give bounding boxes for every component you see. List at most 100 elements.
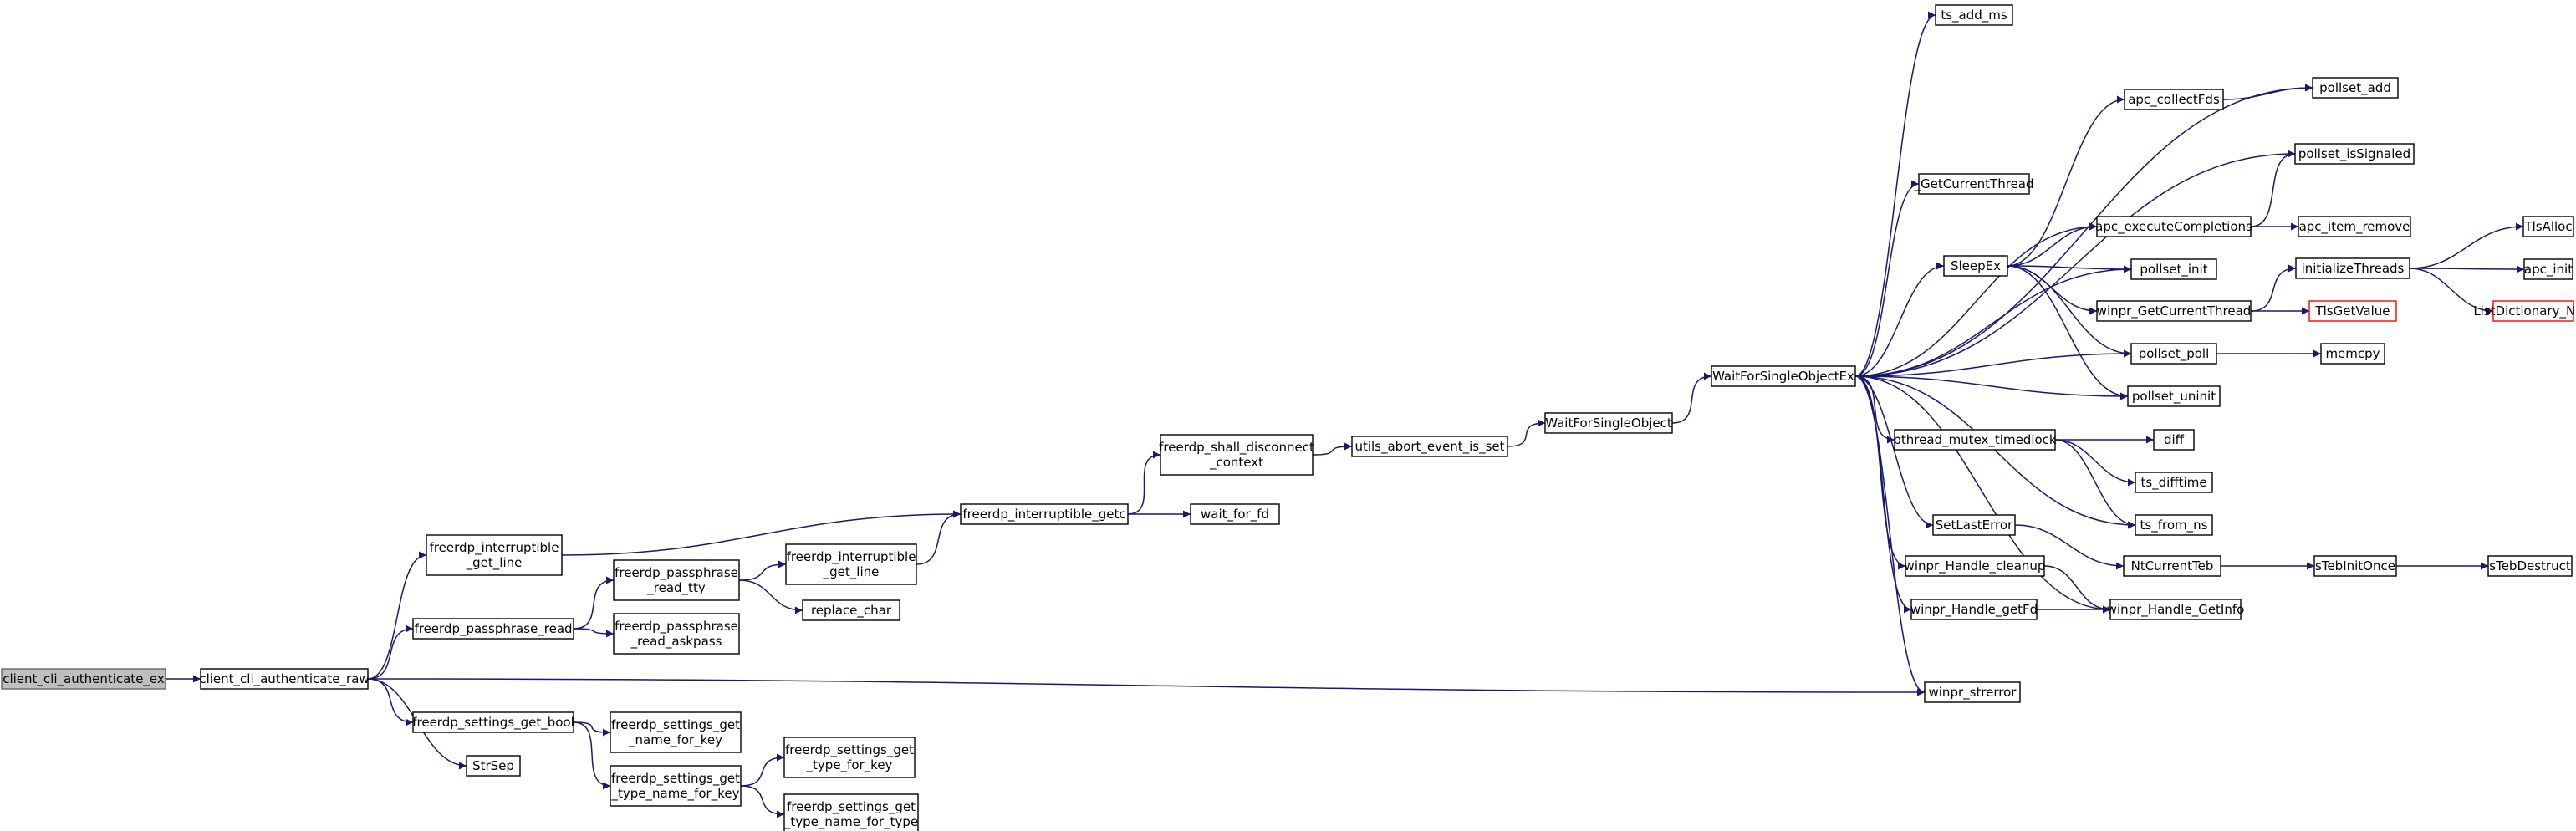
- node-box[interactable]: [2492, 300, 2574, 322]
- node-strsep[interactable]: StrSep: [466, 755, 521, 777]
- node-box[interactable]: [1932, 514, 2016, 536]
- node-box[interactable]: [2096, 300, 2252, 322]
- node-box[interactable]: [1544, 412, 1673, 434]
- node-box[interactable]: [2123, 555, 2221, 577]
- node-box[interactable]: [1924, 681, 2021, 703]
- node-wait-for-fd[interactable]: wait_for_fd: [1190, 503, 1280, 525]
- node-winpr-handle-getfd[interactable]: winpr_Handle_getFd: [1910, 599, 2038, 620]
- node-box[interactable]: [1910, 599, 2038, 620]
- node-freerdp-settings-get-bool[interactable]: freerdp_settings_get_bool: [412, 711, 574, 733]
- node-box[interactable]: [1160, 434, 1314, 476]
- node-ts-add-ms[interactable]: ts_add_ms: [1935, 4, 2013, 26]
- node-apc-item-remove[interactable]: apc_item_remove: [2298, 216, 2411, 237]
- node-pthread-mutex-timedlock[interactable]: pthread_mutex_timedlock: [1893, 429, 2057, 451]
- node-ntcurrentteb[interactable]: NtCurrentTeb: [2123, 555, 2221, 577]
- node-box[interactable]: [785, 543, 917, 585]
- node-waitforsingleobjectex[interactable]: WaitForSingleObjectEx: [1711, 365, 1856, 387]
- node-box[interactable]: [1918, 173, 2030, 195]
- node-box[interactable]: [2096, 216, 2252, 237]
- node-initializethreads[interactable]: initializeThreads: [2295, 257, 2410, 279]
- node-box[interactable]: [2312, 77, 2399, 99]
- node-client-cli-authenticate-ex[interactable]: client_cli_authenticate_ex: [1, 668, 166, 690]
- node-freerdp-passphrase-read-askpass[interactable]: freerdp_passphrase_read_askpass: [613, 613, 740, 655]
- node-setlasterror[interactable]: SetLastError: [1932, 514, 2016, 536]
- node-box[interactable]: [2522, 216, 2574, 237]
- node-stebdestruct[interactable]: sTebDestruct: [2487, 555, 2573, 577]
- node-box[interactable]: [2135, 472, 2213, 493]
- node-box[interactable]: [2313, 555, 2397, 577]
- node-freerdp-passphrase-read-tty[interactable]: freerdp_passphrase_read_tty: [613, 559, 740, 601]
- node-apc-collectfds[interactable]: apc_collectFds: [2124, 89, 2224, 110]
- node-box[interactable]: [613, 559, 740, 601]
- node-box[interactable]: [2308, 300, 2397, 322]
- node-box[interactable]: [426, 534, 563, 576]
- node-box[interactable]: [2124, 89, 2224, 110]
- node-ts-from-ns[interactable]: ts_from_ns: [2135, 514, 2213, 536]
- node-box[interactable]: [2295, 257, 2410, 279]
- node-box[interactable]: [2130, 343, 2217, 365]
- node-waitforsingleobject[interactable]: WaitForSingleObject: [1544, 412, 1673, 434]
- node-freerdp-interruptible-get-line-a[interactable]: freerdp_interruptible_get_line: [426, 534, 563, 576]
- node--getcurrentthread[interactable]: _GetCurrentThread: [1913, 173, 2034, 195]
- node-box[interactable]: [783, 737, 916, 778]
- node-box[interactable]: [802, 599, 900, 621]
- node-box[interactable]: [2109, 599, 2242, 620]
- node-winpr-getcurrentthread[interactable]: winpr_GetCurrentThread: [2096, 300, 2252, 322]
- node-box[interactable]: [2487, 555, 2573, 577]
- node-box[interactable]: [2135, 514, 2213, 536]
- node-box[interactable]: [1943, 255, 2008, 277]
- node-box[interactable]: [1, 668, 166, 690]
- node-tlsalloc[interactable]: TlsAlloc: [2522, 216, 2574, 237]
- node-box[interactable]: [1935, 4, 2013, 26]
- node-box[interactable]: [2298, 216, 2411, 237]
- node-box[interactable]: [960, 503, 1129, 525]
- node-box[interactable]: [412, 618, 574, 640]
- node-pollset-issignaled[interactable]: pollset_isSignaled: [2294, 143, 2415, 165]
- node-freerdp-settings-get-name-for-key[interactable]: freerdp_settings_get_name_for_key: [610, 711, 742, 753]
- node-pollset-init[interactable]: pollset_init: [2130, 258, 2217, 280]
- node-client-cli-authenticate-raw[interactable]: client_cli_authenticate_raw: [199, 668, 370, 690]
- node-box[interactable]: [1190, 503, 1280, 525]
- node-box[interactable]: [2153, 429, 2195, 451]
- node-freerdp-interruptible-get-line-b[interactable]: freerdp_interruptible_get_line: [785, 543, 917, 585]
- node-box[interactable]: [610, 765, 742, 807]
- node-memcpy[interactable]: memcpy: [2320, 343, 2385, 365]
- node-utils-abort-event-is-set[interactable]: utils_abort_event_is_set: [1351, 436, 1508, 457]
- node-sleepex[interactable]: SleepEx: [1943, 255, 2008, 277]
- node-freerdp-interruptible-getc[interactable]: freerdp_interruptible_getc: [960, 503, 1129, 525]
- node-box[interactable]: [200, 668, 369, 690]
- node-apc-executecompletions[interactable]: apc_executeCompletions: [2095, 216, 2252, 237]
- node-stebinitonce[interactable]: sTebInitOnce: [2313, 555, 2397, 577]
- node-freerdp-settings-get-type-for-key[interactable]: freerdp_settings_get_type_for_key: [783, 737, 916, 778]
- node-box[interactable]: [2130, 258, 2217, 280]
- node-box[interactable]: [2320, 343, 2385, 365]
- node-box[interactable]: [412, 711, 574, 733]
- node-diff[interactable]: diff: [2153, 429, 2195, 451]
- node-box[interactable]: [1894, 429, 2056, 451]
- node-listdictionary-new[interactable]: ListDictionary_New: [2473, 300, 2576, 322]
- node-pollset-uninit[interactable]: pollset_uninit: [2127, 385, 2221, 407]
- node-box[interactable]: [1351, 436, 1508, 457]
- node-box[interactable]: [783, 793, 919, 831]
- node-box[interactable]: [1905, 555, 2045, 577]
- node-ts-difftime[interactable]: ts_difftime: [2135, 472, 2213, 493]
- node-tlsgetvalue[interactable]: TlsGetValue: [2308, 300, 2397, 322]
- node-box[interactable]: [613, 613, 740, 655]
- node-box[interactable]: [1711, 365, 1856, 387]
- node-pollset-add[interactable]: pollset_add: [2312, 77, 2399, 99]
- node-box[interactable]: [610, 711, 742, 753]
- node-box[interactable]: [466, 755, 521, 777]
- node-winpr-strerror[interactable]: winpr_strerror: [1924, 681, 2021, 703]
- node-freerdp-passphrase-read[interactable]: freerdp_passphrase_read: [412, 618, 574, 640]
- node-replace-char[interactable]: replace_char: [802, 599, 900, 621]
- node-box[interactable]: [2523, 258, 2573, 280]
- node-freerdp-settings-get-type-name-for-type[interactable]: freerdp_settings_get_type_name_for_type: [783, 793, 919, 831]
- node-apc-init[interactable]: apc_init: [2523, 258, 2573, 280]
- node-winpr-handle-getinfo[interactable]: winpr_Handle_GetInfo: [2107, 599, 2245, 620]
- node-box[interactable]: [2127, 385, 2221, 407]
- node-freerdp-shall-disconnect-context[interactable]: freerdp_shall_disconnect_context: [1159, 434, 1314, 476]
- node-freerdp-settings-get-type-name-for-key[interactable]: freerdp_settings_get_type_name_for_key: [610, 765, 742, 807]
- node-box[interactable]: [2294, 143, 2415, 165]
- node-winpr-handle-cleanup[interactable]: winpr_Handle_cleanup: [1905, 555, 2046, 577]
- node-pollset-poll[interactable]: pollset_poll: [2130, 343, 2217, 365]
